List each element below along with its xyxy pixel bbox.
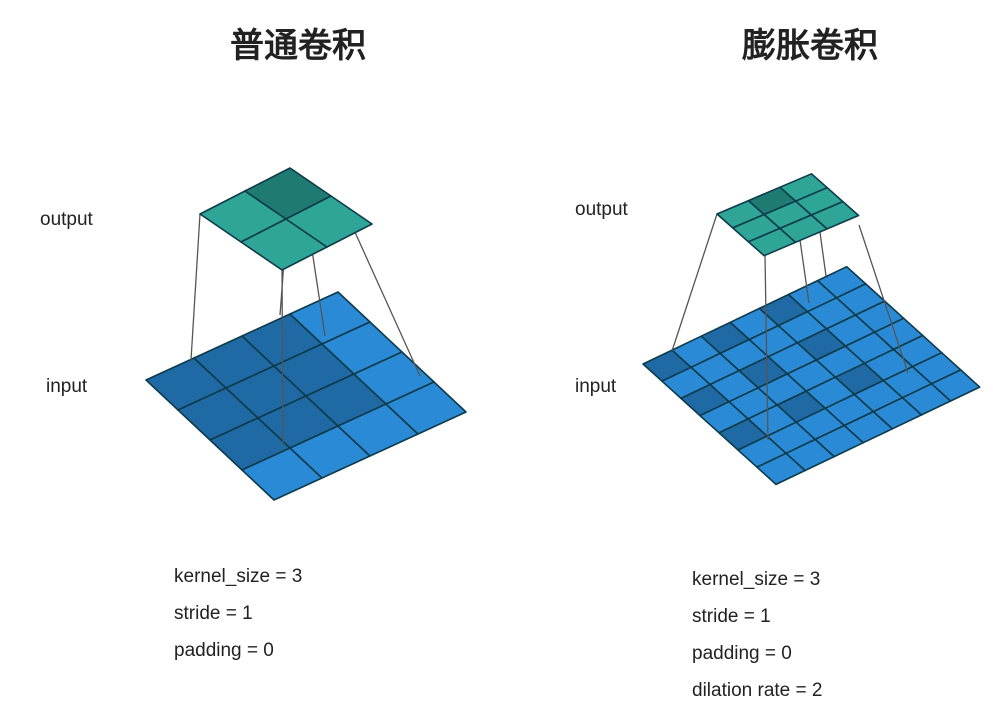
left-projection-line — [281, 269, 284, 446]
right-param-dilation-rate: dilation rate = 2 — [692, 680, 823, 701]
left-output-label: output — [40, 209, 93, 230]
left-input-cell — [385, 381, 467, 435]
left-title: 普通卷积 — [230, 26, 366, 66]
right-projection-line — [764, 254, 769, 441]
left-output-cell — [285, 195, 373, 248]
right-param-stride: stride = 1 — [692, 606, 771, 627]
right-projection-line — [671, 213, 718, 352]
left-input-label: input — [46, 376, 88, 397]
right-projection-line — [858, 224, 909, 374]
right-title: 膨胀卷积 — [742, 26, 878, 66]
right-input-cell — [930, 369, 981, 402]
right-param-kernel-size: kernel_size = 3 — [692, 569, 821, 590]
right-projection-line — [799, 239, 810, 304]
right-params: kernel_size = 3 stride = 1 padding = 0 d… — [692, 561, 822, 709]
left-projection-line — [353, 229, 421, 377]
left-projection-line — [190, 213, 201, 361]
right-input-label: input — [575, 376, 617, 397]
left-param-kernel-size: kernel_size = 3 — [174, 566, 303, 587]
left-param-stride: stride = 1 — [174, 603, 253, 624]
right-param-padding: padding = 0 — [692, 643, 792, 664]
left-params: kernel_size = 3 stride = 1 padding = 0 — [174, 558, 302, 669]
left-projection-line — [311, 249, 326, 337]
right-output-label: output — [575, 199, 628, 220]
right-output-cell — [810, 200, 860, 230]
left-param-padding: padding = 0 — [174, 640, 274, 661]
